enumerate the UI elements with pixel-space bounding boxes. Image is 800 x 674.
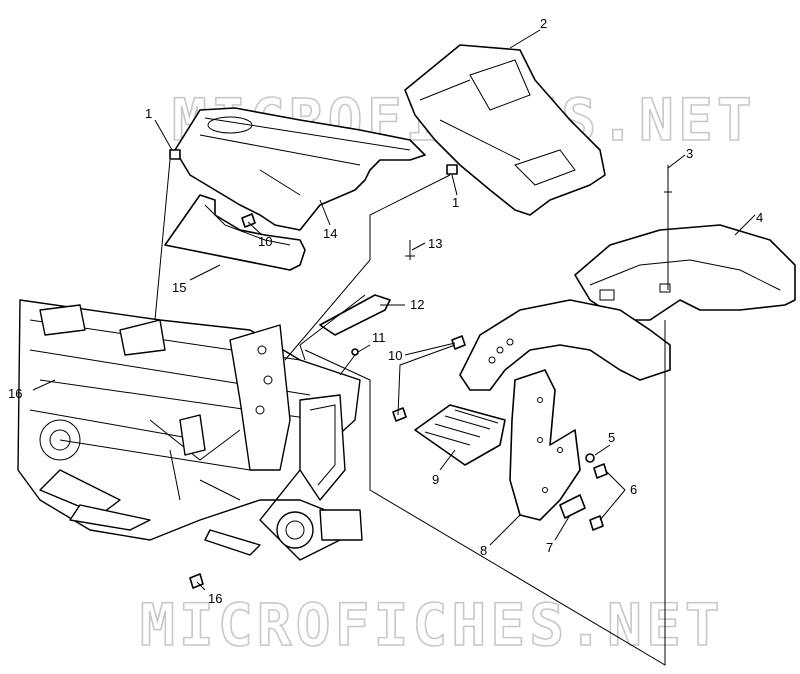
callout-14: 14 xyxy=(323,226,337,241)
part-10-bolt-c xyxy=(241,213,256,228)
callout-13: 13 xyxy=(428,236,442,251)
callout-12: 12 xyxy=(410,297,424,312)
callout-4: 4 xyxy=(756,210,763,225)
callout-labels: 1 1 2 3 4 5 6 7 8 9 10 10 11 12 13 14 15… xyxy=(8,16,763,606)
part-2-front-cover xyxy=(404,44,606,216)
part-1-clip-right xyxy=(446,164,458,175)
callout-3: 3 xyxy=(686,146,693,161)
part-7-plate xyxy=(559,494,586,519)
part-13-rivet xyxy=(405,240,415,260)
chassis-frame xyxy=(17,299,363,561)
callout-16-bottom: 16 xyxy=(208,591,222,606)
callout-16-left: 16 xyxy=(8,386,22,401)
part-12-bracket xyxy=(319,294,391,336)
watermark-bottom: MICROFICHES.NET xyxy=(140,591,724,659)
callout-15: 15 xyxy=(172,280,186,295)
part-8-mud-flap xyxy=(509,369,581,521)
callout-8: 8 xyxy=(480,543,487,558)
callout-10-upper: 10 xyxy=(258,234,272,249)
part-6-nut-a xyxy=(593,463,608,479)
part-10-bolt-a xyxy=(451,335,466,350)
callout-9: 9 xyxy=(432,472,439,487)
fasteners xyxy=(169,149,672,589)
part-10-bolt-b xyxy=(392,407,407,422)
part-4-rear-fender xyxy=(574,224,796,321)
callout-5: 5 xyxy=(608,430,615,445)
part-11-nut xyxy=(351,348,359,356)
callout-2: 2 xyxy=(540,16,547,31)
part-6-nut-b xyxy=(589,515,604,531)
part-5-washer xyxy=(585,453,595,463)
part-14-rear-cover xyxy=(174,107,426,231)
part-15-side-panel xyxy=(164,194,306,271)
part-3-pin xyxy=(664,165,672,193)
assembly-lines xyxy=(154,159,669,666)
part-1-clip-left xyxy=(169,149,181,160)
callout-6: 6 xyxy=(630,482,637,497)
callout-1-left: 1 xyxy=(145,106,152,121)
callout-10-lower: 10 xyxy=(388,348,402,363)
callout-11: 11 xyxy=(372,330,386,345)
callout-leaders xyxy=(32,29,756,591)
callout-1-right: 1 xyxy=(452,195,459,210)
front-fender xyxy=(459,299,671,391)
callout-7: 7 xyxy=(546,540,553,555)
part-9-footrest xyxy=(414,404,506,466)
